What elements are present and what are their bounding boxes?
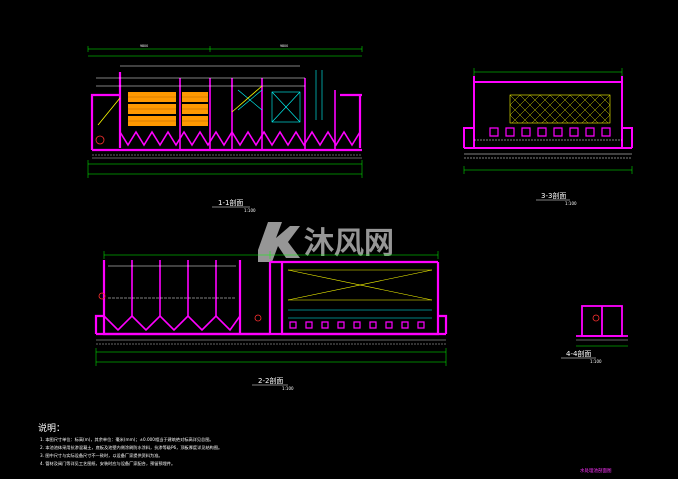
watermark-text: 沐风网 [304, 226, 394, 261]
section-3-3-scale: 1:100 [565, 201, 577, 206]
drawing-name: 水处理池剖面图 [580, 467, 612, 474]
section-1-1-scale: 1:100 [244, 208, 256, 213]
note-line: 1. 本图尺寸单位：标高(m)，其余单位：毫米(mm)；±0.000相当于建筑绝… [40, 436, 214, 443]
watermark: 沐风网 [258, 222, 394, 262]
section-4-4-scale: 1:100 [590, 359, 602, 364]
section-2-2: 2-2剖面 1:100 [94, 251, 448, 391]
section-4-4-title: 4-4剖面 [566, 349, 591, 358]
section-3-3: 3-3剖面 1:100 [463, 68, 633, 206]
notes-title: 说明： [38, 422, 65, 434]
note-line: 4. 管材及阀门等详见工艺图纸，安装时应与设备厂家配合，预留预埋件。 [40, 460, 175, 467]
section-1-1-title: 1-1剖面 [218, 198, 243, 207]
notes-block: 说明： 1. 本图尺寸单位：标高(m)，其余单位：毫米(mm)；±0.000相当… [38, 422, 222, 467]
section-2-2-title: 2-2剖面 [258, 376, 283, 385]
note-line: 3. 图中尺寸与实际设备尺寸不一致时，以设备厂家提供资料为准。 [40, 452, 163, 459]
section-1-1: 9800 9800 [87, 44, 363, 213]
note-line: 2. 本池池体采用抗渗混凝土，底板及池壁内侧涂刷防水涂料，抗渗等级P6，顶板厚度… [40, 444, 222, 451]
section-2-2-scale: 1:100 [282, 386, 294, 391]
section-4-4: 4-4剖面 1:100 [561, 305, 628, 364]
svg-text:9800: 9800 [280, 44, 288, 48]
section-3-3-title: 3-3剖面 [541, 191, 566, 200]
svg-text:9800: 9800 [140, 44, 148, 48]
